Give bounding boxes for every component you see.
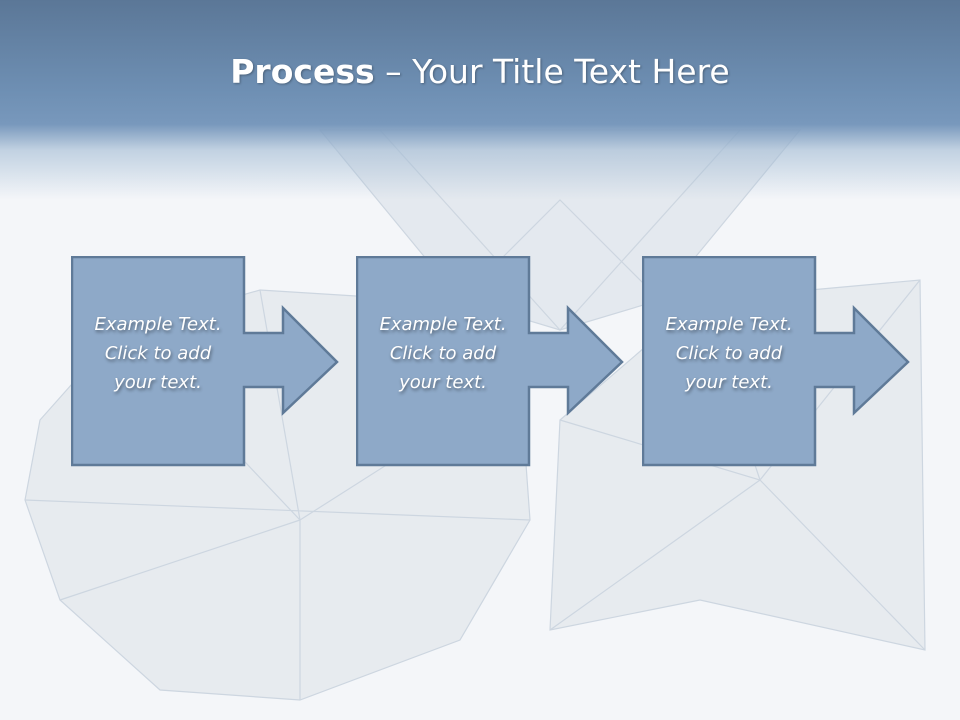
step-text[interactable]: Example Text. Click to add your text. <box>94 314 222 393</box>
process-step-3[interactable]: Example Text. Click to add your text. <box>642 256 912 468</box>
step-text[interactable]: Example Text. Click to add your text. <box>665 314 793 393</box>
title-rest: – Your Title Text Here <box>374 52 730 91</box>
box-arrow-shape <box>356 256 624 467</box>
process-step-2[interactable]: Example Text. Click to add your text. <box>356 256 626 468</box>
title-banner <box>0 0 960 200</box>
step-text[interactable]: Example Text. Click to add your text. <box>379 314 507 393</box>
title-bold: Process <box>230 52 375 91</box>
process-step-1[interactable]: Example Text. Click to add your text. <box>71 256 341 468</box>
slide-title[interactable]: Process – Your Title Text Here <box>0 52 960 91</box>
box-arrow-shape <box>71 256 339 467</box>
box-arrow-shape <box>642 256 910 467</box>
